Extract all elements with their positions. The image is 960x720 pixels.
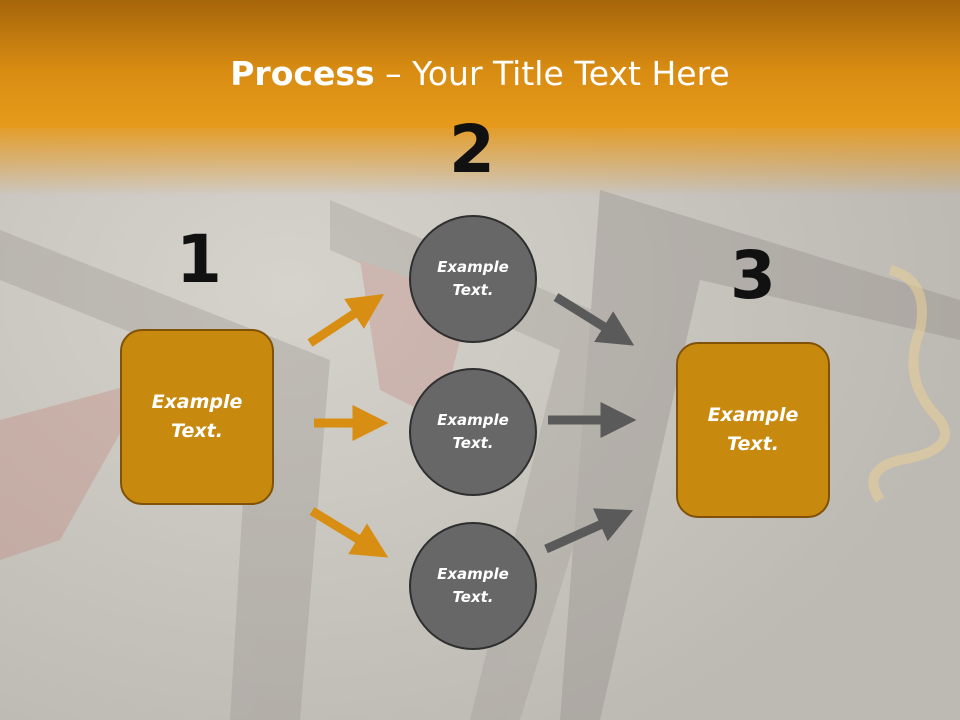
title-separator: – xyxy=(374,54,413,93)
step-1-box: Example Text. xyxy=(120,329,274,505)
circle-top-line2: Text. xyxy=(452,281,494,299)
step-number-1: 1 xyxy=(176,221,222,298)
step-1-label-line1: Example xyxy=(151,391,243,413)
arrow-1-to-bottom xyxy=(309,507,389,558)
circle-bottom: Example Text. xyxy=(409,522,537,650)
circle-middle-line1: Example xyxy=(437,411,509,429)
slide-title: Process – Your Title Text Here xyxy=(0,52,960,96)
circle-bottom-line2: Text. xyxy=(452,588,494,606)
step-1-label-line2: Text. xyxy=(171,420,223,442)
step-3-box: Example Text. xyxy=(676,342,830,518)
arrow-top-to-3 xyxy=(553,293,635,346)
step-number-2: 2 xyxy=(449,111,495,188)
title-bold: Process xyxy=(230,54,375,93)
circle-middle-line2: Text. xyxy=(452,434,494,452)
arrow-bottom-to-3 xyxy=(544,508,634,554)
title-rest: Your Title Text Here xyxy=(412,54,730,93)
circle-bottom-line1: Example xyxy=(437,565,509,583)
circle-middle: Example Text. xyxy=(409,368,537,496)
circle-top-line1: Example xyxy=(437,258,509,276)
arrow-1-to-top xyxy=(307,294,385,347)
step-3-label-line2: Text. xyxy=(727,433,779,455)
circle-top: Example Text. xyxy=(409,215,537,343)
step-number-3: 3 xyxy=(730,237,776,314)
step-3-label-line1: Example xyxy=(707,404,799,426)
